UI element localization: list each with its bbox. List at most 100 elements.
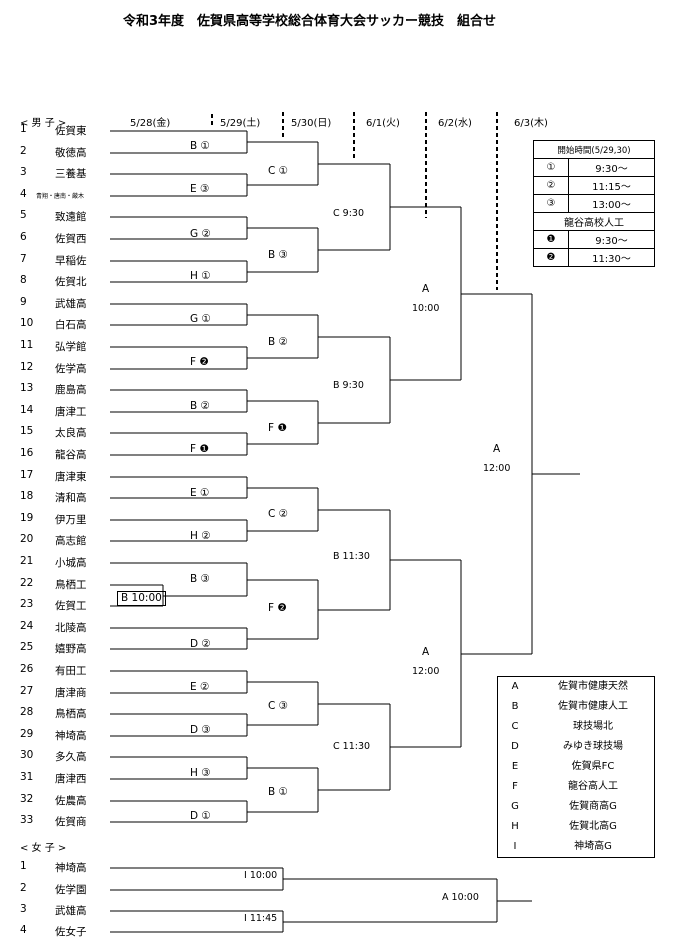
team-number: 29 — [20, 727, 34, 740]
team-name: 武雄高 — [55, 905, 87, 917]
venue-row: A 佐賀市健康天然 — [498, 677, 654, 697]
match-label: I 11:45 — [244, 913, 278, 924]
venue-key: E — [511, 761, 519, 772]
venue-row: E 佐賀県FC — [498, 757, 654, 777]
team-name: 三養基 — [55, 168, 87, 181]
slot-time: 9:30〜 — [568, 230, 655, 249]
team-number: 4 — [20, 924, 27, 936]
venue-name: 佐賀北高G — [569, 821, 617, 832]
team-number: 20 — [20, 533, 34, 546]
team-number: 8 — [20, 274, 27, 287]
team-number: 5 — [20, 209, 27, 222]
match-label: H ③ — [190, 767, 211, 779]
team-number: 28 — [20, 706, 34, 719]
team-name: 白石高 — [55, 319, 87, 332]
team-name: 鳥栖高 — [55, 708, 87, 721]
venue-key: D — [511, 741, 519, 752]
team-name: 有田工 — [55, 665, 87, 677]
match-label: F ❶ — [268, 422, 287, 434]
slot-time: 13:00〜 — [568, 194, 655, 213]
venue-name: 佐賀市健康天然 — [558, 681, 628, 692]
match-label: A — [493, 443, 501, 455]
team-name: 小城高 — [55, 557, 87, 569]
team-number: 26 — [20, 663, 34, 675]
match-label: A — [422, 646, 430, 658]
team-name: 弘学館 — [55, 341, 87, 353]
team-name: 鹿島高 — [55, 384, 87, 397]
date-header-1: 5/28(金) — [130, 118, 171, 129]
slot-time: 11:30〜 — [568, 248, 655, 267]
venue-key: F — [512, 781, 518, 792]
slot-key: ❶ — [533, 230, 569, 249]
slot-time: 9:30〜 — [568, 158, 655, 177]
team-number: 25 — [20, 641, 34, 654]
team-name: 北陵高 — [55, 621, 87, 634]
team-number: 7 — [20, 252, 27, 265]
team-number: 27 — [20, 684, 34, 697]
team-number: 19 — [20, 511, 34, 524]
team-number: 11 — [20, 339, 34, 351]
match-label: B ② — [268, 336, 288, 348]
team-name: 佐賀工 — [55, 600, 87, 613]
team-number: 13 — [20, 382, 34, 395]
venue-key: A — [511, 681, 519, 692]
venue-row: I 神埼高G — [498, 837, 654, 857]
team-number: 24 — [20, 619, 34, 632]
team-name: 嬉野高 — [55, 643, 87, 656]
date-header-4: 6/1(火) — [366, 118, 400, 129]
match-time: 10:00 — [412, 303, 440, 314]
match-label: D ③ — [190, 724, 211, 736]
girls-label: < 女 子 > — [20, 843, 67, 854]
team-number: 21 — [20, 555, 34, 567]
match-label: E ② — [190, 681, 210, 693]
team-name: 武雄高 — [55, 297, 87, 310]
team-number: 22 — [20, 576, 34, 589]
team-number: 12 — [20, 360, 34, 373]
team-number: 3 — [20, 903, 27, 915]
match-label: H ② — [190, 530, 211, 542]
team-number: 10 — [20, 317, 34, 330]
team-number: 9 — [20, 295, 27, 308]
team-name: 神埼高 — [55, 862, 87, 874]
match-label: B 11:30 — [333, 551, 370, 562]
page-title: 令和3年度 佐賀県高等学校総合体育大会サッカー競技 組合せ — [123, 14, 497, 29]
venue-key: H — [511, 821, 519, 832]
team-name: 佐学園 — [55, 884, 87, 896]
venue-name: 神埼高G — [574, 841, 612, 852]
match-label: B ① — [268, 786, 288, 798]
team-number: 14 — [20, 403, 34, 416]
team-name: 佐賀北 — [55, 276, 87, 289]
match-label: D ① — [190, 810, 211, 822]
team-name: 佐女子 — [55, 926, 87, 938]
venue-name: みゆき球技場 — [563, 741, 623, 752]
match-time: 12:00 — [483, 463, 511, 474]
team-number: 2 — [20, 882, 27, 894]
team-name: 高志館 — [55, 535, 87, 548]
match-label: C ② — [268, 508, 289, 520]
venue-name: 球技場北 — [573, 721, 613, 732]
date-header-5: 6/2(水) — [438, 118, 472, 129]
venue-row: D みゆき球技場 — [498, 737, 654, 757]
match-label: B ① — [190, 140, 210, 152]
venue-name: 佐賀県FC — [571, 761, 615, 772]
team-number: 30 — [20, 749, 34, 762]
match-label: G ② — [190, 228, 211, 240]
match-label: D ② — [190, 638, 211, 650]
team-name: 佐学高 — [55, 362, 87, 375]
match-label: B ② — [190, 400, 210, 412]
team-number: 3 — [20, 166, 27, 179]
start-time-header: 開始時間(5/29,30) — [533, 140, 655, 159]
team-name: 多久高 — [55, 751, 87, 764]
venue-key: I — [513, 841, 517, 852]
team-number: 1 — [20, 860, 27, 872]
slot-key: ① — [533, 158, 569, 177]
team-name: 太良高 — [55, 427, 87, 440]
team-name: 唐津西 — [55, 773, 87, 785]
venue-row: H 佐賀北高G — [498, 817, 654, 837]
team-name: 佐農高 — [55, 794, 87, 807]
team-number: 32 — [20, 792, 34, 805]
